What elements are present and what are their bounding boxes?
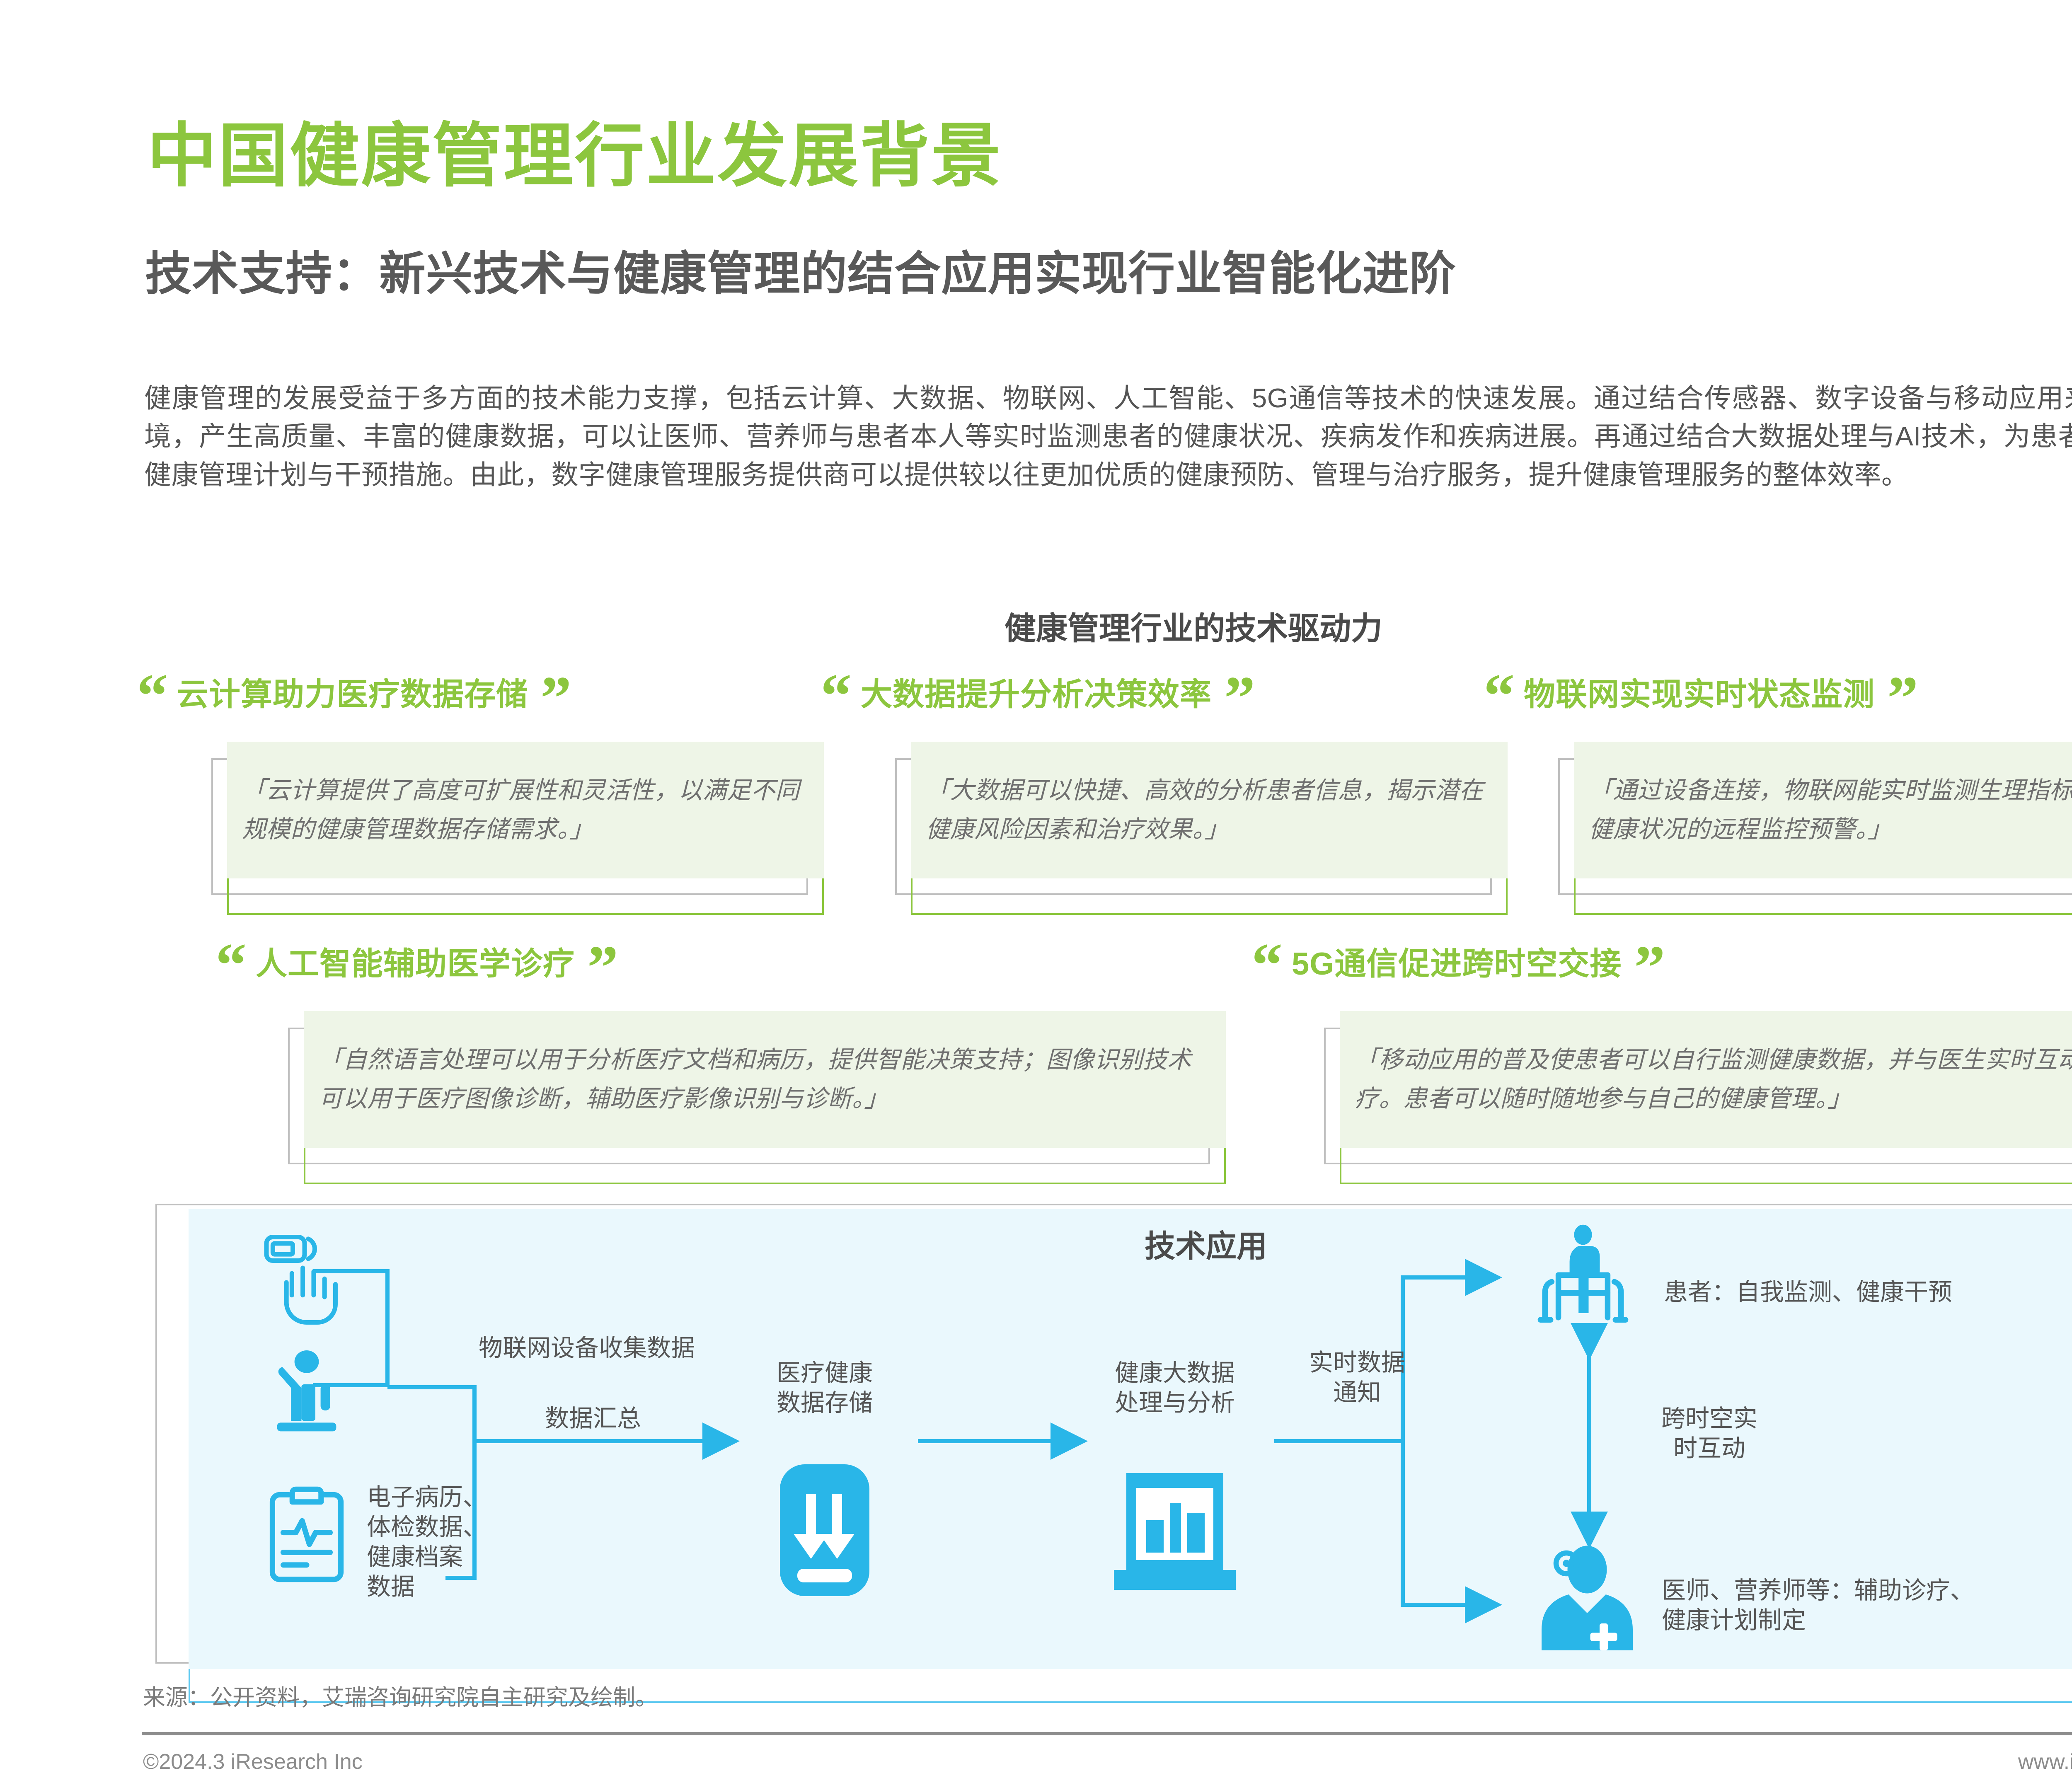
quote-close-icon: ” xyxy=(1634,933,1665,1002)
quote-open-icon: “ xyxy=(1484,661,1515,730)
footer-divider xyxy=(142,1732,2072,1735)
quote-card-title-row: “ 5G通信促进跨时空交接 ” xyxy=(1251,931,1665,1002)
website-url: www.iresearch.com.cn xyxy=(2018,1750,2072,1774)
quote-open-icon: “ xyxy=(137,661,168,730)
quote-card-title: 物联网实现实时状态监测 xyxy=(1524,677,1875,712)
quote-box-fill: 「移动应用的普及使患者可以自行监测健康数据，并与医生实时互动，接受远程诊疗。患者… xyxy=(1340,1011,2072,1148)
quote-card-text: 「大数据可以快捷、高效的分析患者信息，揭示潜在健康风险因素和治疗效果。」 xyxy=(926,777,1484,843)
copyright-text: ©2024.3 iResearch Inc xyxy=(143,1750,363,1774)
quote-card-text: 「云计算提供了高度可扩展性和灵活性，以满足不同规模的健康管理数据存储需求。」 xyxy=(242,777,800,843)
quote-card-text: 「通过设备连接，物联网能实时监测生理指标，实现健康状况的远程监控预警。」 xyxy=(1589,777,2072,843)
label-analysis: 健康大数据 处理与分析 xyxy=(1114,1359,1235,1416)
quote-card-box: 「大数据可以快捷、高效的分析患者信息，揭示潜在健康风险因素和治疗效果。」 xyxy=(895,742,1508,915)
label-storage: 医疗健康 数据存储 xyxy=(776,1359,873,1416)
source-note: 来源：公开资料，艾瑞咨询研究院自主研究及绘制。 xyxy=(143,1685,658,1710)
medical-clipboard-icon xyxy=(269,1486,344,1582)
page-title: 中国健康管理行业发展背景 xyxy=(147,117,1002,195)
quote-open-icon: “ xyxy=(821,661,852,730)
iresearch-logo: Research 艾瑞咨询 xyxy=(2068,50,2072,174)
label-patient: 患者：自我监测、健康干预 xyxy=(1664,1279,1953,1306)
intro-paragraph: 健康管理的发展受益于多方面的技术能力支撑，包括云计算、大数据、物联网、人工智能、… xyxy=(144,383,2072,490)
quote-open-icon: “ xyxy=(215,931,247,999)
quote-card-title-row: “ 云计算助力医疗数据存储 ” xyxy=(137,661,571,733)
label-realtime-notify: 实时数据 通知 xyxy=(1309,1349,1405,1406)
quote-card-title-row: “ 物联网实现实时状态监测 ” xyxy=(1484,661,1918,733)
quote-card-box: 「移动应用的普及使患者可以自行监测健康数据，并与医生实时互动，接受远程诊疗。患者… xyxy=(1324,1011,2072,1184)
person-on-scale-icon xyxy=(277,1350,336,1432)
doctor-icon xyxy=(1542,1546,1633,1650)
wearable-sensor-icon xyxy=(264,1235,338,1325)
label-iot-collect: 物联网设备收集数据 xyxy=(479,1335,695,1362)
diagram-title: 技术应用 xyxy=(1145,1229,1267,1263)
quote-box-fill: 「云计算提供了高度可扩展性和灵活性，以满足不同规模的健康管理数据存储需求。」 xyxy=(227,742,824,878)
label-records: 电子病历、 体检数据、 健康档案 数据 xyxy=(367,1484,487,1600)
quote-box-fill: 「通过设备连接，物联网能实时监测生理指标，实现健康状况的远程监控预警。」 xyxy=(1574,742,2072,878)
quote-open-icon: “ xyxy=(1251,931,1283,999)
quote-close-icon: ” xyxy=(1224,664,1255,733)
data-download-storage-icon xyxy=(780,1464,869,1596)
quote-card-title: 云计算助力医疗数据存储 xyxy=(177,677,528,712)
quote-close-icon: ” xyxy=(1887,664,1918,733)
quote-card-title: 人工智能辅助医学诊疗 xyxy=(256,946,575,982)
quote-card-title-row: “ 人工智能辅助医学诊疗 ” xyxy=(215,931,618,1002)
quote-card-box: 「自然语言处理可以用于分析医疗文档和病历，提供智能决策支持；图像识别技术可以用于… xyxy=(288,1011,1226,1184)
quote-card-text: 「自然语言处理可以用于分析医疗文档和病历，提供智能决策支持；图像识别技术可以用于… xyxy=(319,1046,1192,1112)
quote-close-icon: ” xyxy=(587,933,618,1002)
quote-box-fill: 「自然语言处理可以用于分析医疗文档和病历，提供智能决策支持；图像识别技术可以用于… xyxy=(304,1011,1226,1148)
quote-card-box: 「通过设备连接，物联网能实时监测生理指标，实现健康状况的远程监控预警。」 xyxy=(1558,742,2072,915)
label-doctor: 医师、营养师等：辅助诊疗、 健康计划制定 xyxy=(1662,1577,1975,1634)
page-subtitle: 技术支持：新兴技术与健康管理的结合应用实现行业智能化进阶 xyxy=(145,248,1456,300)
quote-box-fill: 「大数据可以快捷、高效的分析患者信息，揭示潜在健康风险因素和治疗效果。」 xyxy=(911,742,1508,878)
patient-walker-icon xyxy=(1537,1224,1629,1323)
quote-card-title: 5G通信促进跨时空交接 xyxy=(1292,946,1622,982)
technology-application-diagram: 技术应用 xyxy=(189,1209,2072,1669)
quote-card-box: 「云计算提供了高度可扩展性和灵活性，以满足不同规模的健康管理数据存储需求。」 xyxy=(211,742,824,915)
quote-card-title: 大数据提升分析决策效率 xyxy=(861,677,1212,712)
section-heading: 健康管理行业的技术驱动力 xyxy=(1005,611,1382,646)
quote-card-title-row: “ 大数据提升分析决策效率 ” xyxy=(821,661,1255,733)
quote-close-icon: ” xyxy=(540,664,571,733)
label-cross-time: 跨时空实 时互动 xyxy=(1661,1405,1757,1462)
label-data-aggregate: 数据汇总 xyxy=(545,1405,641,1432)
bar-chart-kiosk-icon xyxy=(1114,1473,1236,1590)
quote-card-text: 「移动应用的普及使患者可以自行监测健康数据，并与医生实时互动，接受远程诊疗。患者… xyxy=(1355,1046,2072,1112)
